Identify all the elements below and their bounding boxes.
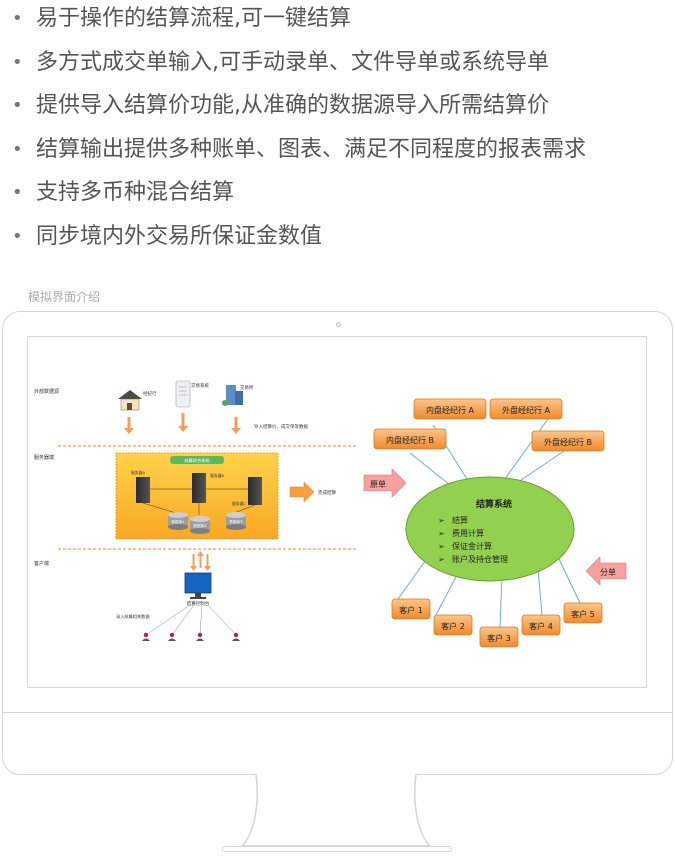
item-marker-icon: ➢ bbox=[438, 529, 445, 538]
feature-text: 支持多币种混合结算 bbox=[36, 180, 235, 206]
zone-external-label: 外部数据源 bbox=[34, 388, 59, 395]
arrow-right-icon bbox=[289, 481, 315, 503]
console-label: 结算控制台 bbox=[187, 600, 210, 607]
db-1-label: 数据库1 bbox=[171, 519, 184, 524]
arrow-updown-icon bbox=[190, 551, 211, 571]
complete-label: 完成结算 bbox=[318, 489, 336, 496]
center-item: 账户及持仓管理 bbox=[452, 554, 508, 564]
bullet-icon: • bbox=[12, 182, 23, 204]
feature-text: 同步境内外交易所保证金数值 bbox=[36, 223, 323, 249]
node-exchange-label: 交易所 bbox=[240, 384, 254, 391]
outer-broker-a-label: 外盘经纪行 A bbox=[502, 405, 551, 415]
node-trading-system-label: 交易系统 bbox=[191, 382, 209, 389]
bullet-icon: • bbox=[12, 225, 23, 247]
client-label: 客户 5 bbox=[571, 609, 595, 619]
feature-text: 结算输出提供多种账单、图表、满足不同程度的报表需求 bbox=[36, 136, 587, 162]
bullet-icon: • bbox=[12, 95, 23, 117]
bullet-icon: • bbox=[12, 8, 23, 29]
section-label: 模拟界面介绍 bbox=[28, 290, 101, 304]
feature-text: 易于操作的结算流程,可一键结算 bbox=[36, 6, 351, 31]
center-title: 结算系统 bbox=[476, 498, 512, 510]
house-icon bbox=[118, 390, 142, 411]
in-arrow-label: 原单 bbox=[370, 479, 386, 489]
inner-broker-b-label: 内盘经纪行 B bbox=[386, 435, 434, 445]
inner-broker-a-label: 内盘经纪行 A bbox=[426, 405, 475, 415]
monitor-screen: 外部数据源 服务器端 客户端 经纪行 交易系统 bbox=[27, 336, 647, 688]
client-label: 客户 3 bbox=[487, 633, 511, 643]
monitor-base bbox=[222, 846, 452, 852]
center-item: 保证金计算 bbox=[452, 541, 492, 551]
desktop-monitor-icon bbox=[184, 572, 212, 599]
entry-label: 录入结算相关数据 bbox=[116, 613, 150, 620]
monitor-stand bbox=[240, 774, 432, 847]
server-tower-icon bbox=[175, 380, 191, 408]
monitor-frame: 外部数据源 服务器端 客户端 经纪行 交易系统 bbox=[2, 311, 673, 775]
feature-item: • 多方式成交单输入,可手动录单、文件导单或系统导单 bbox=[12, 48, 672, 92]
server-c-label: 服务器C bbox=[232, 501, 246, 506]
platform-title: 结算综合系统 bbox=[184, 457, 209, 464]
settlement-diagram: 外部数据源 服务器端 客户端 经纪行 交易系统 bbox=[34, 380, 627, 648]
import-note: 导入结算价、成交单等数据 bbox=[254, 423, 308, 430]
item-marker-icon: ➢ bbox=[438, 555, 445, 564]
server-b-label: 服务器B bbox=[210, 473, 224, 478]
database-icon bbox=[168, 512, 246, 534]
user-links bbox=[145, 604, 237, 636]
monitor-chin-divider bbox=[3, 712, 672, 713]
feature-text: 提供导入结算价功能,从准确的数据源导入所需结算价 bbox=[36, 93, 549, 119]
arrow-down-icon bbox=[124, 413, 241, 434]
center-item: 结算 bbox=[452, 515, 468, 525]
feature-item: • 易于操作的结算流程,可一键结算 bbox=[12, 4, 672, 48]
feature-item: • 同步境内外交易所保证金数值 bbox=[12, 222, 672, 266]
client-label: 客户 1 bbox=[399, 605, 423, 615]
item-marker-icon: ➢ bbox=[438, 542, 445, 551]
db-3-label: 数据库3 bbox=[229, 519, 242, 524]
item-marker-icon: ➢ bbox=[438, 516, 445, 525]
outer-broker-b-label: 外盘经纪行 B bbox=[544, 437, 592, 447]
feature-list: • 易于操作的结算流程,可一键结算 • 多方式成交单输入,可手动录单、文件导单或系统… bbox=[12, 4, 672, 266]
server-links bbox=[142, 488, 256, 515]
feature-item: • 支持多币种混合结算 bbox=[12, 178, 672, 222]
settlement-system-node bbox=[405, 476, 575, 582]
feature-item: • 结算输出提供多种账单、图表、满足不同程度的报表需求 bbox=[12, 135, 672, 179]
platform-title-badge bbox=[170, 456, 224, 464]
zone-client-label: 客户端 bbox=[34, 560, 49, 567]
feature-item: • 提供导入结算价功能,从准确的数据源导入所需结算价 bbox=[12, 91, 672, 135]
user-icon bbox=[142, 632, 240, 641]
client-label: 客户 2 bbox=[441, 621, 465, 631]
bullet-icon: • bbox=[12, 138, 23, 160]
out-arrow-label: 分单 bbox=[600, 567, 616, 577]
db-2-label: 数据库2 bbox=[193, 523, 206, 528]
client-label: 客户 4 bbox=[529, 621, 553, 631]
server-icon bbox=[136, 473, 262, 505]
server-a-label: 服务器A bbox=[131, 470, 145, 475]
center-item: 费用计算 bbox=[452, 528, 484, 538]
broker-box bbox=[373, 398, 605, 452]
zone-server-label: 服务器端 bbox=[34, 454, 54, 461]
arrow-out-icon bbox=[585, 556, 627, 586]
feature-text: 多方式成交单输入,可手动录单、文件导单或系统导单 bbox=[36, 49, 549, 75]
client-box bbox=[391, 598, 603, 648]
camera-icon bbox=[336, 322, 341, 327]
node-broker-label: 经纪行 bbox=[143, 390, 157, 397]
bullet-icon: • bbox=[12, 51, 23, 73]
building-icon bbox=[222, 385, 243, 406]
arrow-in-icon bbox=[363, 468, 407, 498]
